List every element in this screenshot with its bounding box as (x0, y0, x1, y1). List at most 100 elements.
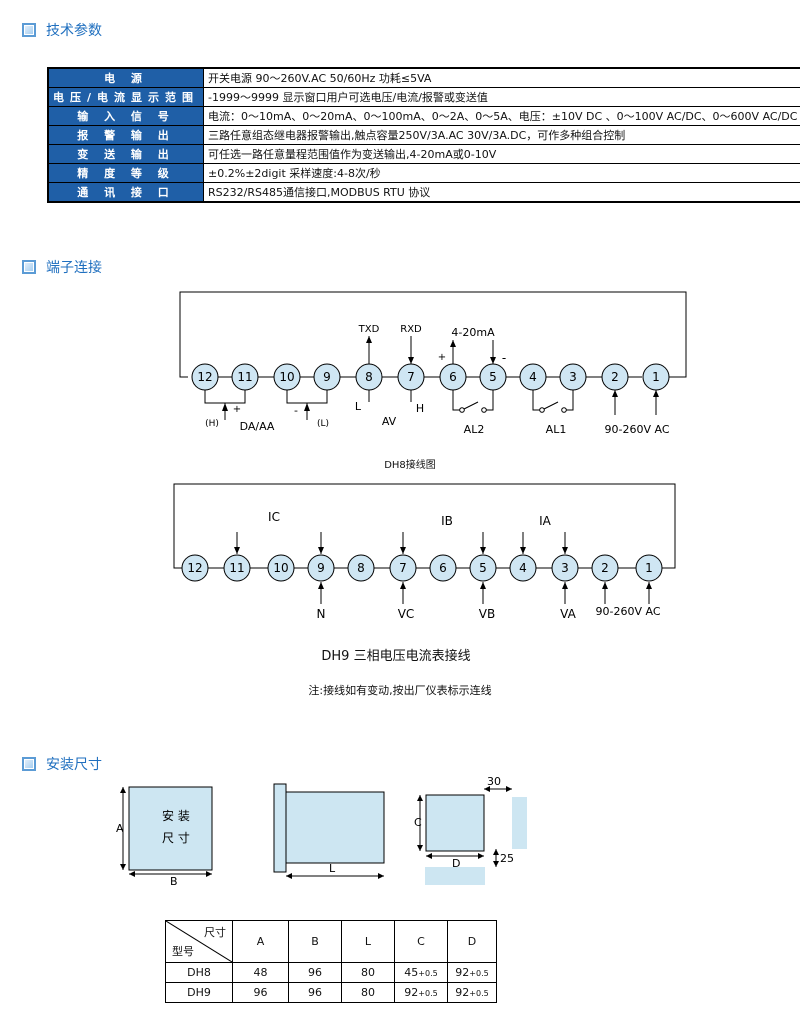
model-cell: DH9 (165, 982, 233, 1003)
vb-label: VB (479, 607, 495, 621)
d-cell: 92+0.5 (447, 962, 497, 983)
spec-value: ±0.2%±2digit 采样速度:4-8次/秒 (203, 163, 800, 183)
ma-output-label: 4-20mA (451, 326, 495, 339)
terminal-number: 12 (187, 561, 202, 575)
terminal-circle (231, 363, 259, 391)
section-square-icon (22, 757, 36, 771)
terminal-circle (642, 363, 670, 391)
dimension-table: 尺寸 型号 A B L C D DH8 48 96 80 45+0.5 92+0… (165, 920, 497, 1003)
corner-cell: 尺寸 型号 (165, 920, 233, 963)
front-text-1: 安 装 (162, 808, 190, 823)
c-cell: 45+0.5 (394, 962, 448, 983)
header-l: L (341, 920, 395, 963)
terminal-number: 9 (317, 561, 325, 575)
ic-label: IC (268, 510, 280, 524)
terminal-number: 2 (601, 561, 609, 575)
da-aa-label: DA/AA (240, 420, 275, 433)
terminal-circle (397, 363, 425, 391)
spec-value: RS232/RS485通信接口,MODBUS RTU 协议 (203, 182, 800, 203)
terminal-circle (601, 363, 629, 391)
dim-b-label: B (170, 875, 178, 888)
al1-label: AL1 (546, 423, 567, 436)
dim-a-label: A (116, 822, 124, 835)
terminal-number: 11 (237, 370, 252, 384)
va-label: VA (560, 607, 576, 621)
terminal-number: 8 (365, 370, 373, 384)
terminal-number: 6 (449, 370, 457, 384)
dim-30-label: 30 (487, 775, 501, 788)
front-panel (128, 786, 213, 871)
spec-row: 变 送 输 出可任选一路任意量程范围值作为变送输出,4-20mA或0-10V (47, 144, 800, 164)
h-label: H (416, 402, 424, 415)
terminal-number: 5 (479, 561, 487, 575)
spec-value: 三路任意组态继电器报警输出,触点容量250V/3A.AC 30V/3A.DC，可… (203, 125, 800, 145)
install-dimension-drawings: 安 装 尺 寸 A B L C D 30 25 (116, 775, 527, 888)
cutout-side (512, 797, 527, 849)
d-cell: 92+0.5 (447, 982, 497, 1003)
terminal-circle (591, 554, 619, 582)
spec-key: 电压/电流显示范围 (47, 87, 205, 107)
terminal-circle (635, 554, 663, 582)
terminal-circle (479, 363, 507, 391)
c-cell: 92+0.5 (394, 982, 448, 1003)
spec-row: 报 警 输 出三路任意组态继电器报警输出,触点容量250V/3A.AC 30V/… (47, 125, 800, 145)
terminal-number: 10 (273, 561, 288, 575)
n-label: N (317, 607, 326, 621)
spec-value: 开关电源 90～260V.AC 50/60Hz 功耗≤5VA (203, 67, 800, 88)
terminal-number: 7 (399, 561, 407, 575)
l-paren-label: (L) (317, 419, 329, 429)
ia-label: IA (539, 514, 552, 528)
terminal-number: 11 (229, 561, 244, 575)
corner-bottom-label: 型号 (172, 945, 194, 958)
terminal-circle (223, 554, 251, 582)
cutout-panel (425, 794, 485, 852)
spec-value: -1999～9999 显示窗口用户可选电压/电流/报警或变送值 (203, 87, 800, 107)
vc-label: VC (398, 607, 415, 621)
spec-row: 精 度 等 级±0.2%±2digit 采样速度:4-8次/秒 (47, 163, 800, 183)
corner-top-label: 尺寸 (204, 926, 226, 939)
table-row: DH8 48 96 80 45+0.5 92+0.5 (165, 962, 497, 983)
a-cell: 48 (232, 962, 289, 983)
terminal-circle (509, 554, 537, 582)
terminal-circle (429, 554, 457, 582)
header-d: D (447, 920, 497, 963)
terminal-number: 9 (323, 370, 331, 384)
rxd-label: RXD (400, 324, 422, 335)
minus2-label: - (294, 404, 298, 417)
spec-value: 电流：0～10mA、0～20mA、0～100mA、0～2A、0～5A、电压：±1… (203, 106, 800, 126)
terminal-number: 3 (561, 561, 569, 575)
terminal-circle (191, 363, 219, 391)
dim-l-label: L (329, 862, 336, 875)
cutout-bottom (425, 867, 485, 885)
a-cell: 96 (232, 982, 289, 1003)
h-paren-label: (H) (205, 419, 219, 429)
terminal-circle (307, 554, 335, 582)
terminal-number: 4 (529, 370, 537, 384)
header-b: B (288, 920, 342, 963)
spec-key: 变 送 输 出 (47, 144, 205, 164)
section-header-tech: 技术参数 (22, 20, 102, 40)
section-title: 安装尺寸 (46, 757, 102, 773)
spec-key: 通 讯 接 口 (47, 182, 205, 203)
dh9-caption: DH9 三相电压电流表接线 (321, 649, 471, 664)
terminal-circle (267, 554, 295, 582)
terminal-number: 7 (407, 370, 415, 384)
terminal-number: 8 (357, 561, 365, 575)
power-label: 90-260V AC (596, 605, 661, 618)
spec-key: 电 源 (47, 67, 205, 88)
terminal-number: 2 (611, 370, 619, 384)
table-row: DH9 96 96 80 92+0.5 92+0.5 (165, 982, 497, 1003)
terminal-circle (469, 554, 497, 582)
section-header-install: 安装尺寸 (22, 754, 102, 774)
l-cell: 80 (341, 962, 395, 983)
terminal-number: 1 (652, 370, 660, 384)
wiring-note: 注:接线如有变动,按出厂仪表标示连线 (308, 684, 492, 697)
terminal-number: 4 (519, 561, 527, 575)
dim-d-label: D (452, 857, 460, 870)
dim-25-label: 25 (500, 852, 514, 865)
spec-row: 输 入 信 号电流：0～10mA、0～20mA、0～100mA、0～2A、0～5… (47, 106, 800, 126)
section-square-icon (22, 23, 36, 37)
